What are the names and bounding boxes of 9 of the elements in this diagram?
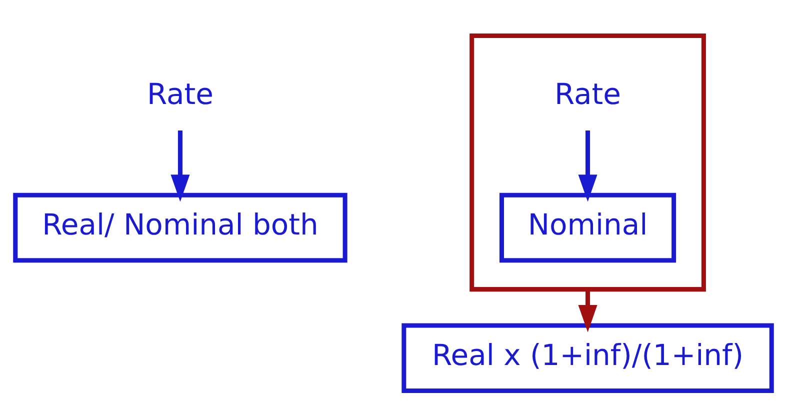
node-text: Rate xyxy=(147,77,214,112)
arrow xyxy=(578,289,598,332)
node-box: Nominal xyxy=(499,192,676,263)
node-box: Real x (1+inf)/(1+inf) xyxy=(402,323,774,394)
node-text: Rate xyxy=(554,77,621,112)
cluster xyxy=(470,33,706,292)
node-box: Real/ Nominal both xyxy=(13,192,348,263)
arrow xyxy=(578,130,598,202)
arrow xyxy=(170,130,190,202)
